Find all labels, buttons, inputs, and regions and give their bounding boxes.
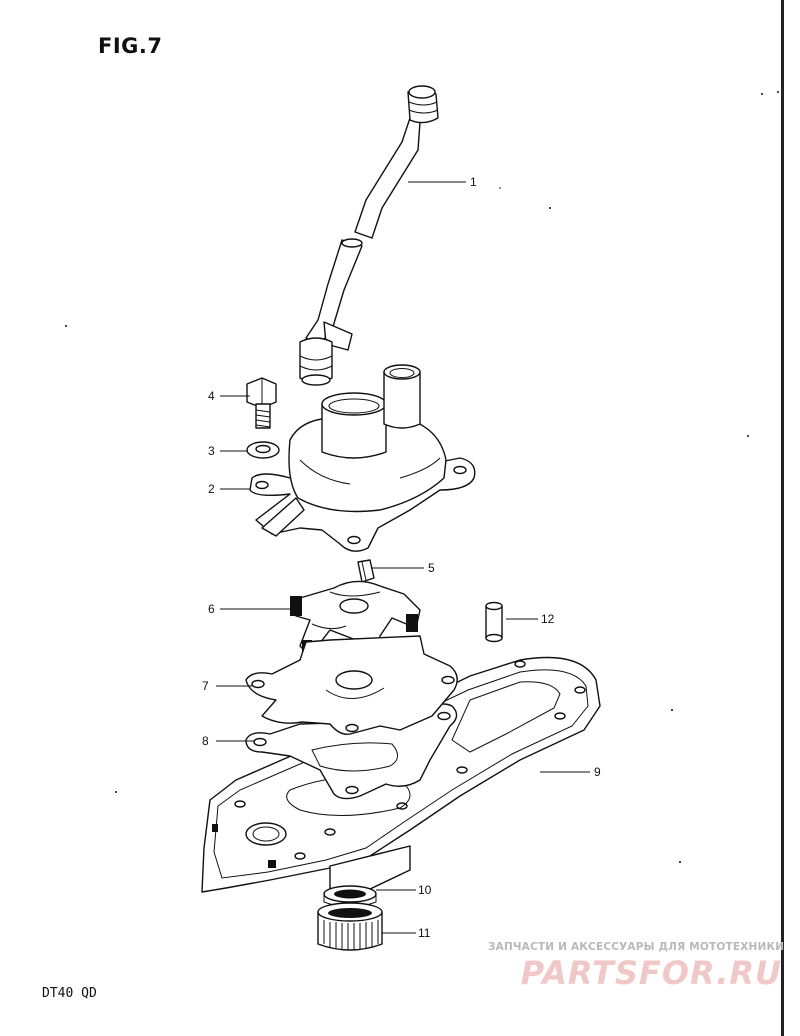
callout-7: 7 (202, 679, 209, 693)
callout-11: 11 (418, 926, 431, 940)
callout-6: 6 (208, 602, 215, 616)
callout-12: 12 (541, 612, 555, 626)
watermark-logo: PARTSFOR.RU (520, 954, 782, 992)
part-2-pump-case (249, 364, 476, 552)
callout-9: 9 (594, 765, 601, 779)
model-label: DT40 QD (42, 986, 97, 1001)
part-7-liner-plate (245, 635, 458, 735)
callout-4: 4 (208, 389, 215, 403)
callout-2: 2 (208, 482, 215, 496)
part-10-oil-seal (323, 885, 377, 908)
leader-lines (216, 181, 590, 934)
part-3-washer (246, 441, 280, 459)
callout-10: 10 (418, 883, 432, 897)
part-5-key (357, 559, 375, 583)
callout-5: 5 (428, 561, 435, 575)
scan-specks (65, 91, 779, 863)
callout-8: 8 (202, 734, 209, 748)
part-12-dowel-pin (485, 601, 503, 643)
part-4-bolt (246, 377, 277, 429)
part-1-water-tube (299, 85, 439, 386)
callout-1: 1 (470, 175, 477, 189)
callout-3: 3 (208, 444, 215, 458)
callout-numbers: 1 4 3 2 5 6 12 7 8 9 10 11 (202, 175, 601, 940)
watermark-caption: ЗАПЧАСТИ И АКСЕССУАРЫ ДЛЯ МОТОТЕХНИКИ (488, 941, 785, 953)
part-11-bearing (317, 902, 383, 951)
page-border-line (781, 0, 784, 1036)
figure-title: FIG.7 (98, 34, 163, 58)
